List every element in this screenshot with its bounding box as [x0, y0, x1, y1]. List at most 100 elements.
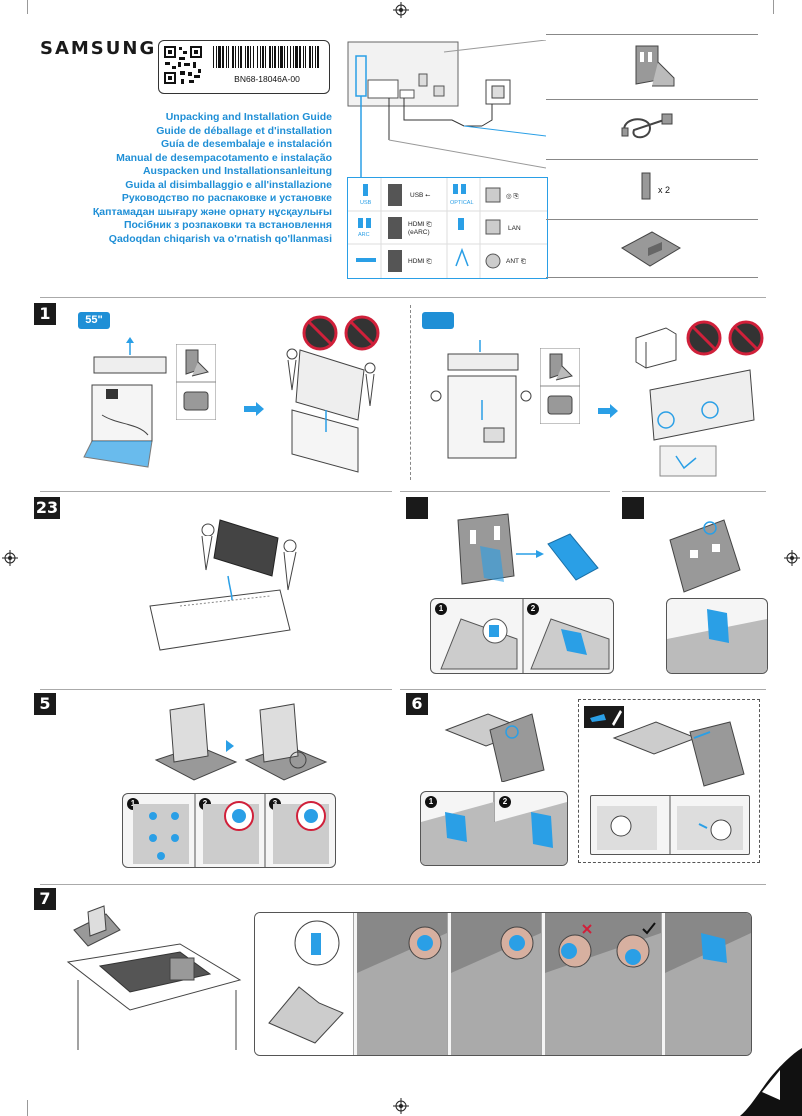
barcode-label [158, 40, 330, 94]
prohibit-icon [302, 315, 338, 351]
connector-panel: USB USB ⭠ OPTICAL ◎ ⎘ ARC HDMI ⎗ (eARC) … [347, 177, 548, 279]
port-ant: ANT ⎗ [506, 258, 526, 265]
attach-stand-on-table-illustration [60, 900, 250, 1060]
substep-panel [590, 795, 750, 855]
barcode-bar [245, 46, 246, 68]
port-optical-label: OPTICAL [450, 200, 474, 206]
substep-panel: 1 2 [430, 598, 614, 674]
port-hdmi: HDMI ⎗ [408, 258, 432, 265]
stand-base-accessory [618, 226, 684, 270]
optional-panel [578, 699, 760, 863]
barcode-bar [250, 46, 251, 68]
divider [40, 297, 766, 298]
substep-panel [666, 598, 768, 674]
crop-mark [773, 0, 774, 14]
substep-number: 1 [425, 796, 437, 808]
barcode-bar [312, 46, 313, 68]
power-cable-accessory [620, 108, 676, 148]
size-badge: 55" [78, 312, 110, 329]
crop-mark [27, 1100, 28, 1116]
barcode-bar [284, 46, 285, 68]
barcode-bar [222, 46, 224, 68]
substep-number: 2 [499, 796, 511, 808]
barcode-bar [247, 46, 249, 68]
divider [40, 884, 766, 885]
substep-panel: 1 2 3 4 5 [254, 912, 752, 1056]
step-number: 6 [406, 693, 428, 715]
step-number-blank [622, 497, 644, 519]
page-curl-icon [740, 1048, 802, 1116]
box-callout [632, 322, 680, 370]
crosshair-icon [784, 550, 800, 566]
guide-title: Guide de déballage et d'installation [156, 124, 332, 137]
barcode-bar [240, 46, 242, 68]
barcode-bar [218, 46, 221, 68]
prohibit-icon [344, 315, 380, 351]
barcode-bar [280, 46, 283, 68]
bracket-attach-illustration [440, 700, 550, 782]
tv-rear-diagram [344, 40, 546, 188]
parts-callout [176, 344, 216, 420]
barcode-bar [213, 46, 214, 68]
barcode-bar [235, 46, 236, 68]
port-usb-text: USB ⭠ [410, 192, 431, 199]
crosshair-icon [393, 1098, 409, 1114]
barcode-bar [293, 46, 294, 68]
barcode-bar [216, 46, 217, 68]
barcode-bar [305, 46, 306, 68]
stand-bracket-accessory [630, 42, 680, 92]
stand-assembly-illustration [150, 700, 330, 790]
divider [622, 491, 766, 492]
barcode-bar [278, 46, 279, 68]
substep-panel: 1 2 3 [122, 793, 336, 868]
barcode-bar [232, 46, 234, 68]
place-tv-on-table-illustration [140, 510, 320, 660]
port-hdmi-earc: HDMI ⎗ (eARC) [408, 221, 432, 236]
barcode-bar [295, 46, 298, 68]
barcode-bar [274, 46, 276, 68]
barcode [213, 46, 321, 68]
qr-code [163, 45, 203, 85]
port-arc-label: ARC [358, 232, 370, 238]
parts-callout [540, 348, 580, 424]
divider [40, 491, 392, 492]
step-number: 7 [34, 888, 56, 910]
guide-titles: Unpacking and Installation Guide Guide d… [80, 111, 332, 246]
cable-clip-accessory [640, 171, 652, 201]
barcode-bar [272, 46, 273, 68]
barcode-bar [287, 46, 288, 68]
unboxing-illustration [78, 335, 178, 475]
crosshair-icon [2, 550, 18, 566]
guide-title: Qadoqdan chiqarish va o'rnatish qo'llanm… [108, 232, 332, 245]
accessory-list [546, 34, 758, 278]
brand-logo: SAMSUNG [40, 38, 157, 59]
step-number: 5 [34, 693, 56, 715]
optional-tag [584, 706, 624, 728]
substep-panel: 1 2 [420, 791, 568, 866]
port-usb-label: USB [360, 200, 372, 206]
port-lan: LAN [508, 225, 521, 232]
divider [40, 689, 392, 690]
arrow-right-icon [598, 404, 618, 418]
barcode-bar [226, 46, 227, 68]
port-optical-icon: ◎ ⎘ [506, 193, 519, 200]
divider [400, 491, 610, 492]
substep-number: 2 [527, 603, 539, 615]
stand-bracket-illustration [450, 510, 610, 590]
unboxing-large-illustration [424, 340, 536, 474]
guide-title: Manual de desempacotamento e instalação [116, 151, 332, 164]
step-number: 23 [34, 497, 60, 519]
step-number: 1 [34, 303, 56, 325]
prohibit-icon [686, 320, 722, 356]
lift-large-illustration [640, 360, 760, 480]
part-number: BN68-18046A-00 [234, 74, 300, 84]
size-badge-blank [422, 312, 454, 329]
step-number-blank [406, 497, 428, 519]
substep-number: 1 [435, 603, 447, 615]
guide-title: Руководство по распаковке и установке [121, 192, 332, 204]
lift-tv-illustration [282, 340, 382, 480]
prohibit-icon [728, 320, 764, 356]
divider [400, 689, 766, 690]
guide-title: Unpacking and Installation Guide [165, 111, 332, 123]
barcode-bar [262, 46, 264, 68]
